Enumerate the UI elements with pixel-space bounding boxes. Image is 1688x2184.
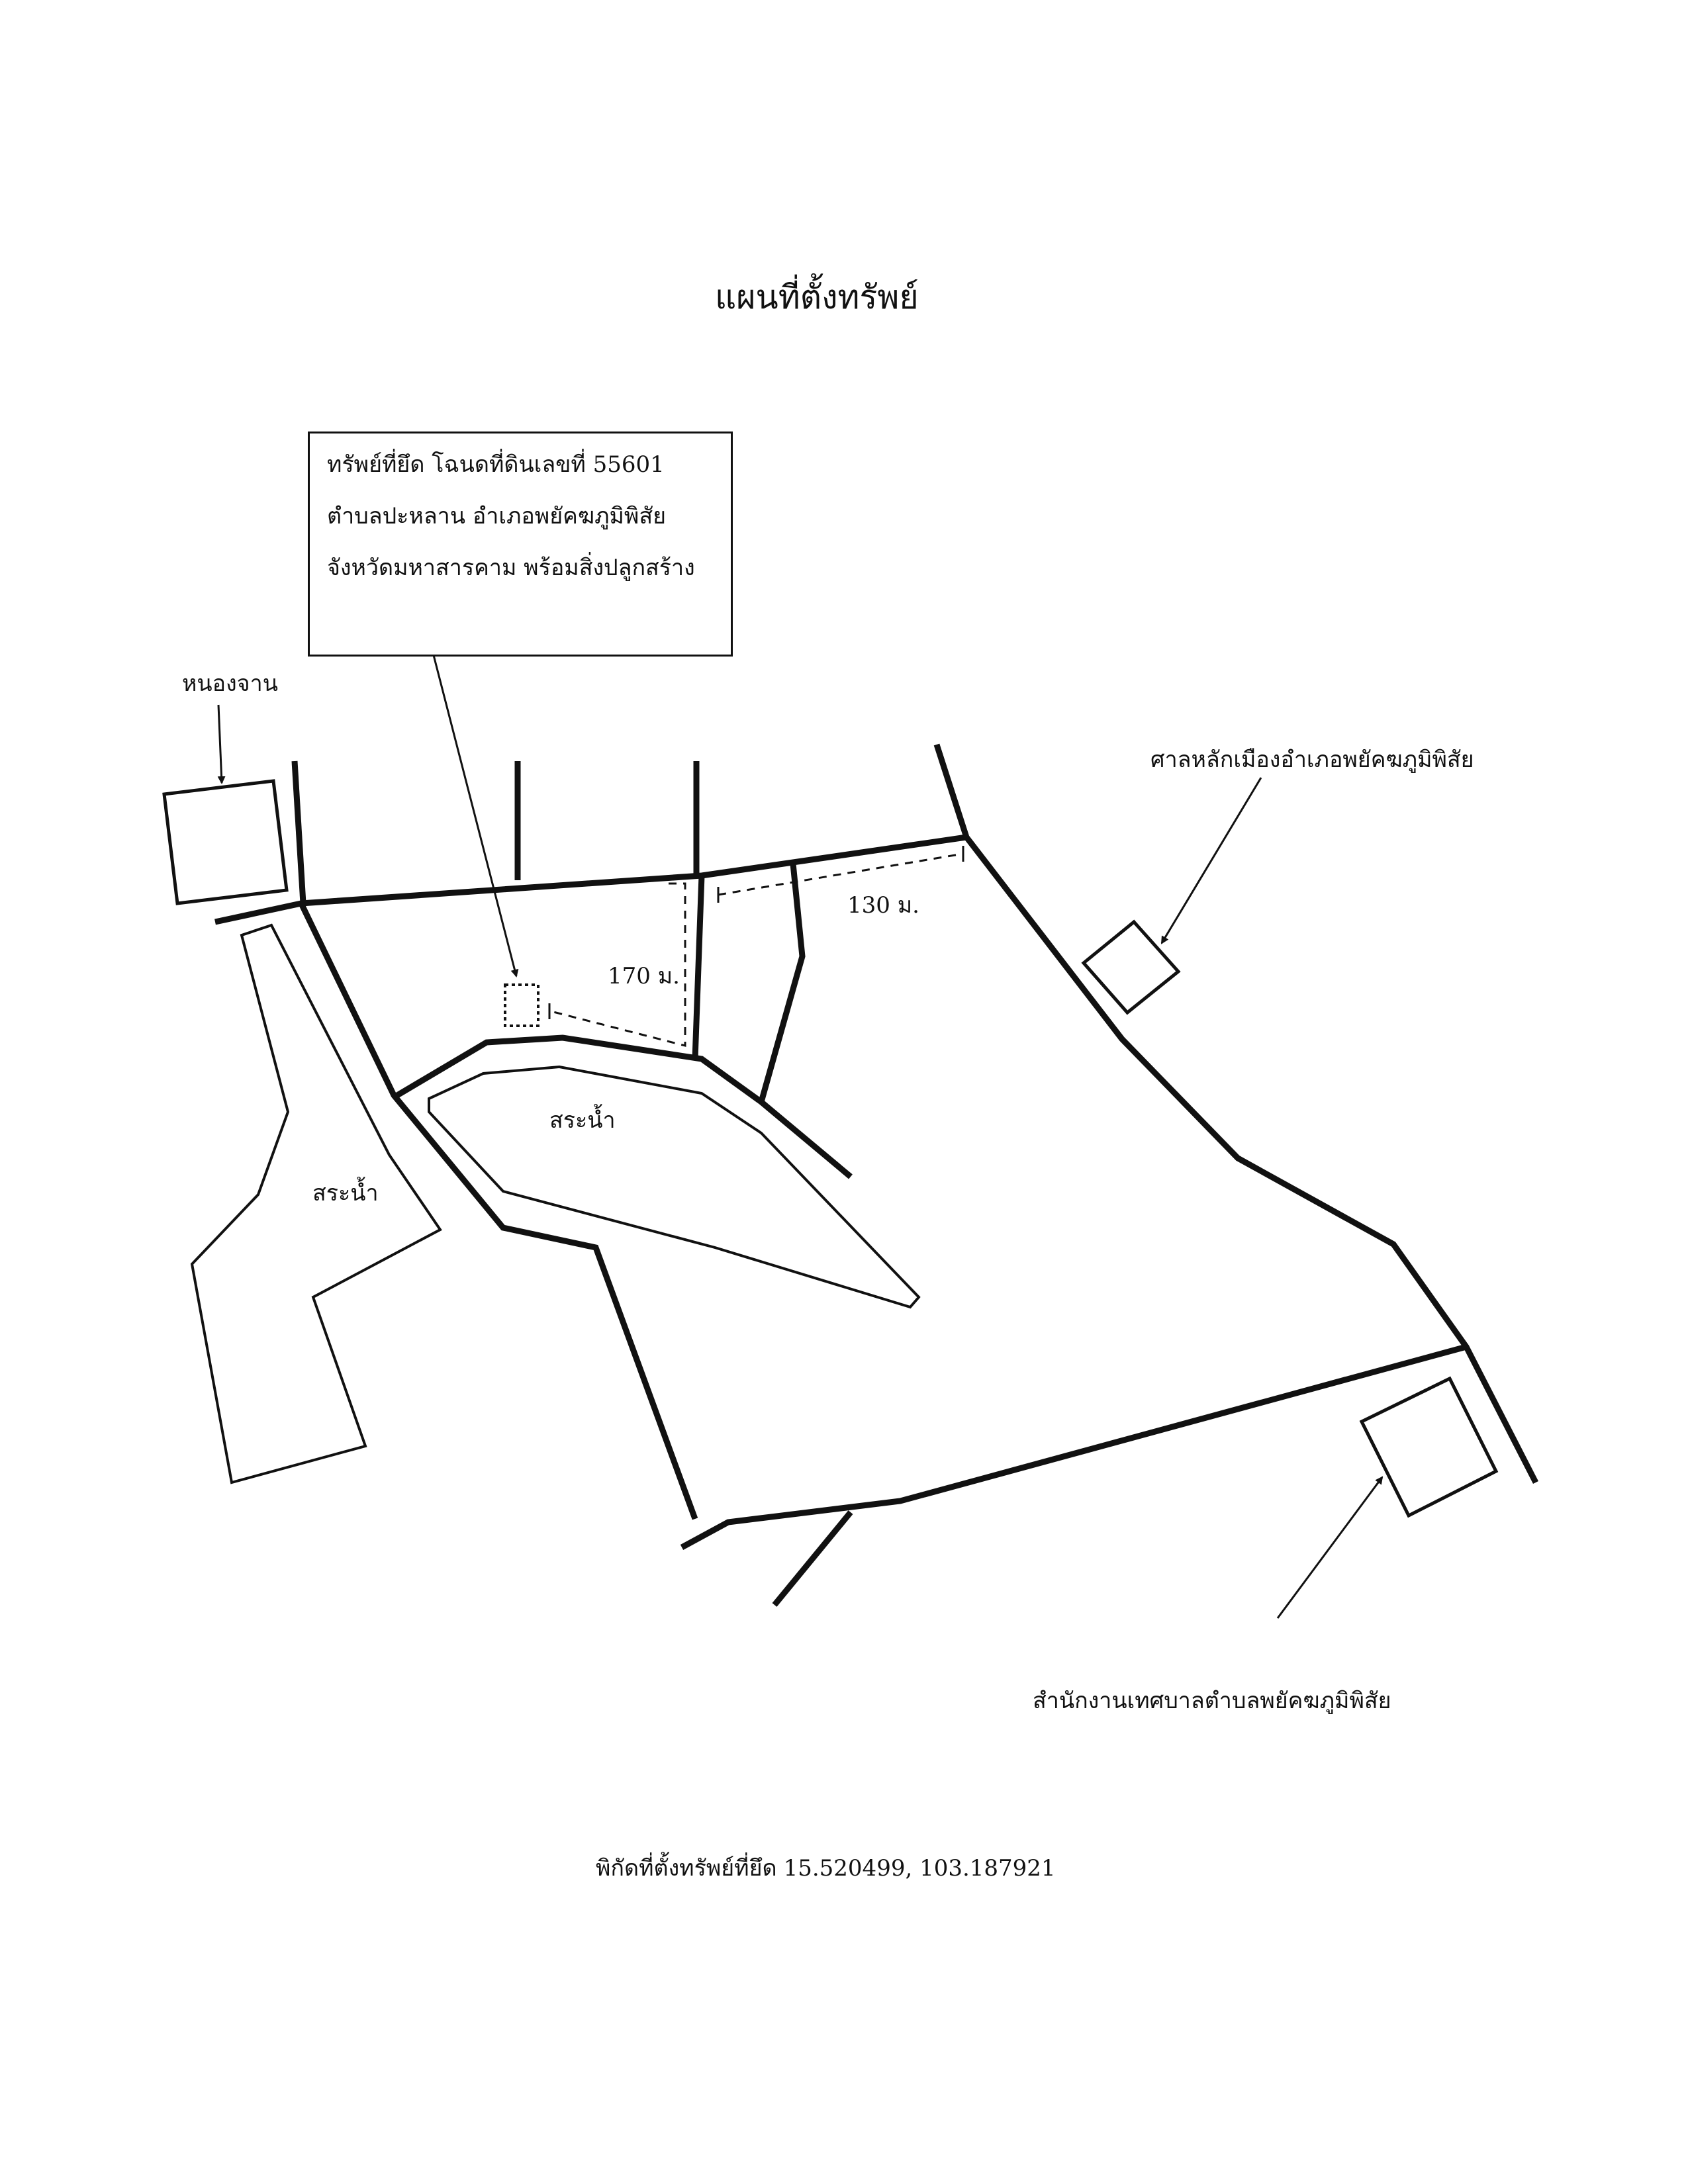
label-nong-chan: หนองจาน [182,670,278,697]
label-municipal-office: สำนักงานเทศบาลตำบลพยัคฆภูมิพิสัย [1033,1688,1391,1714]
info-box-leader [432,655,519,978]
coordinates-label: พิกัดที่ตั้งทรัพย์ที่ยึด [596,1855,777,1882]
label-distance-170m: 170 ม. [608,963,680,989]
info-line-deed: ทรัพย์ที่ยึด โฉนดที่ดินเลขที่ 55601 [327,451,665,478]
road-south [680,1343,1468,1550]
nong-chan-arrow [217,704,226,784]
road-east-main [933,743,1539,1484]
municipal-office-square [1359,1376,1499,1518]
page-title: แผนที่ตั้งทรัพย์ [715,278,919,316]
road-stub-left [291,760,306,904]
road-divider-b [758,863,806,1103]
shrine-square [1081,919,1181,1015]
pond-left-outline [190,923,442,1484]
label-pond-left: สระน้ำ [312,1180,379,1206]
label-pond-center: สระน้ำ [549,1107,616,1134]
nong-chan-square [162,779,289,905]
pond-center-outline [428,1065,921,1309]
property-marker [504,983,539,1027]
label-distance-130m: 130 ม. [847,892,919,919]
info-line-province: จังหวัดมหาสารคาม พร้อมสิ่งปลูกสร้าง [327,555,695,581]
distance-line-130m [718,852,964,896]
label-shrine: ศาลหลักเมืองอำเภอพยัคฆภูมิพิสัย [1150,747,1474,773]
info-line-district: ตำบลปะหลาน อำเภอพยัคฆภูมิพิสัย [327,503,667,529]
road-north-main [214,834,967,925]
ponds [190,923,921,1484]
coordinates-value: 15.520499, 103.187921 [783,1855,1056,1882]
property-info-box: ทรัพย์ที่ยึด โฉนดที่ดินเลขที่ 55601 ตำบล… [308,432,733,657]
shrine-arrow [1160,777,1262,944]
leaders [217,655,1383,1619]
road-south-spur [772,1510,853,1607]
distance-line-170m [550,882,686,1047]
landmarks [162,779,1499,1518]
municipal-office-arrow [1276,1476,1383,1619]
road-divider-a [692,875,705,1060]
distance-lines [548,846,964,1047]
road-west-diagonal [298,902,698,1520]
roads [214,743,1539,1607]
road-pond-upper [395,1034,853,1179]
